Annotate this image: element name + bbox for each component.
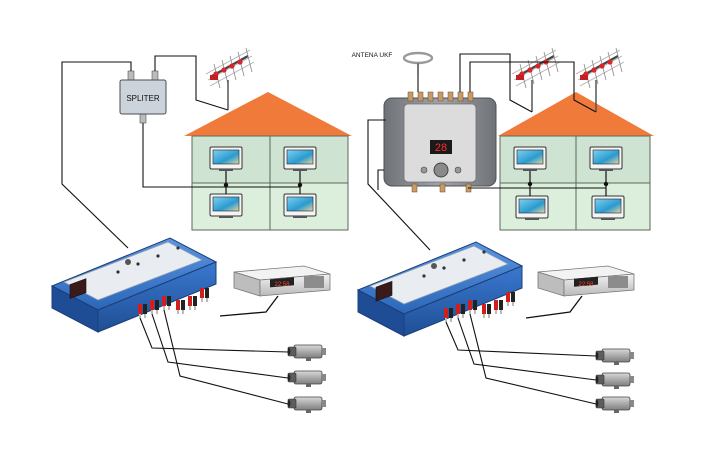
tv-icon: [591, 195, 625, 221]
camera-icon: [287, 344, 327, 362]
left-system: SPLITER: [50, 46, 352, 414]
tv-icon: [513, 146, 547, 172]
right-modulator: [356, 241, 524, 337]
receiver-display: 22:58: [578, 282, 594, 288]
ukf-antenna: ANTENA UKF: [352, 51, 434, 76]
right-receiver: 22:58: [537, 265, 635, 297]
left-receiver: 22:58: [233, 265, 331, 297]
splitter-box: SPLITER: [119, 70, 167, 124]
camera-icon: [595, 372, 635, 390]
tv-icon: [283, 193, 317, 219]
camera-icon: [287, 396, 327, 414]
tv-icon: [515, 195, 549, 221]
left-cables: [61, 55, 300, 249]
left-modulator: [50, 237, 218, 333]
ukf-antenna-label: ANTENA UKF: [352, 52, 393, 59]
antenna-icon: [574, 46, 626, 90]
antenna-icon: [204, 46, 256, 90]
right-cables: [367, 53, 606, 251]
left-roof: [184, 92, 352, 136]
right-house: [498, 92, 654, 231]
tv-icon: [283, 146, 317, 172]
camera-icon: [595, 348, 635, 366]
right-amplifier: 28: [383, 91, 497, 193]
tv-icon: [589, 146, 623, 172]
splitter-label: SPLITER: [126, 94, 160, 103]
camera-icon: [287, 370, 327, 388]
receiver-display: 22:58: [274, 282, 290, 288]
right-system: ANTENA UKF 28: [352, 46, 654, 414]
camera-icon: [595, 396, 635, 414]
right-roof: [498, 92, 654, 136]
antenna-icon: [510, 46, 562, 90]
amplifier-display: 28: [435, 142, 447, 154]
tv-icon: [209, 193, 243, 219]
left-house: [184, 92, 352, 231]
tv-icon: [209, 146, 243, 172]
